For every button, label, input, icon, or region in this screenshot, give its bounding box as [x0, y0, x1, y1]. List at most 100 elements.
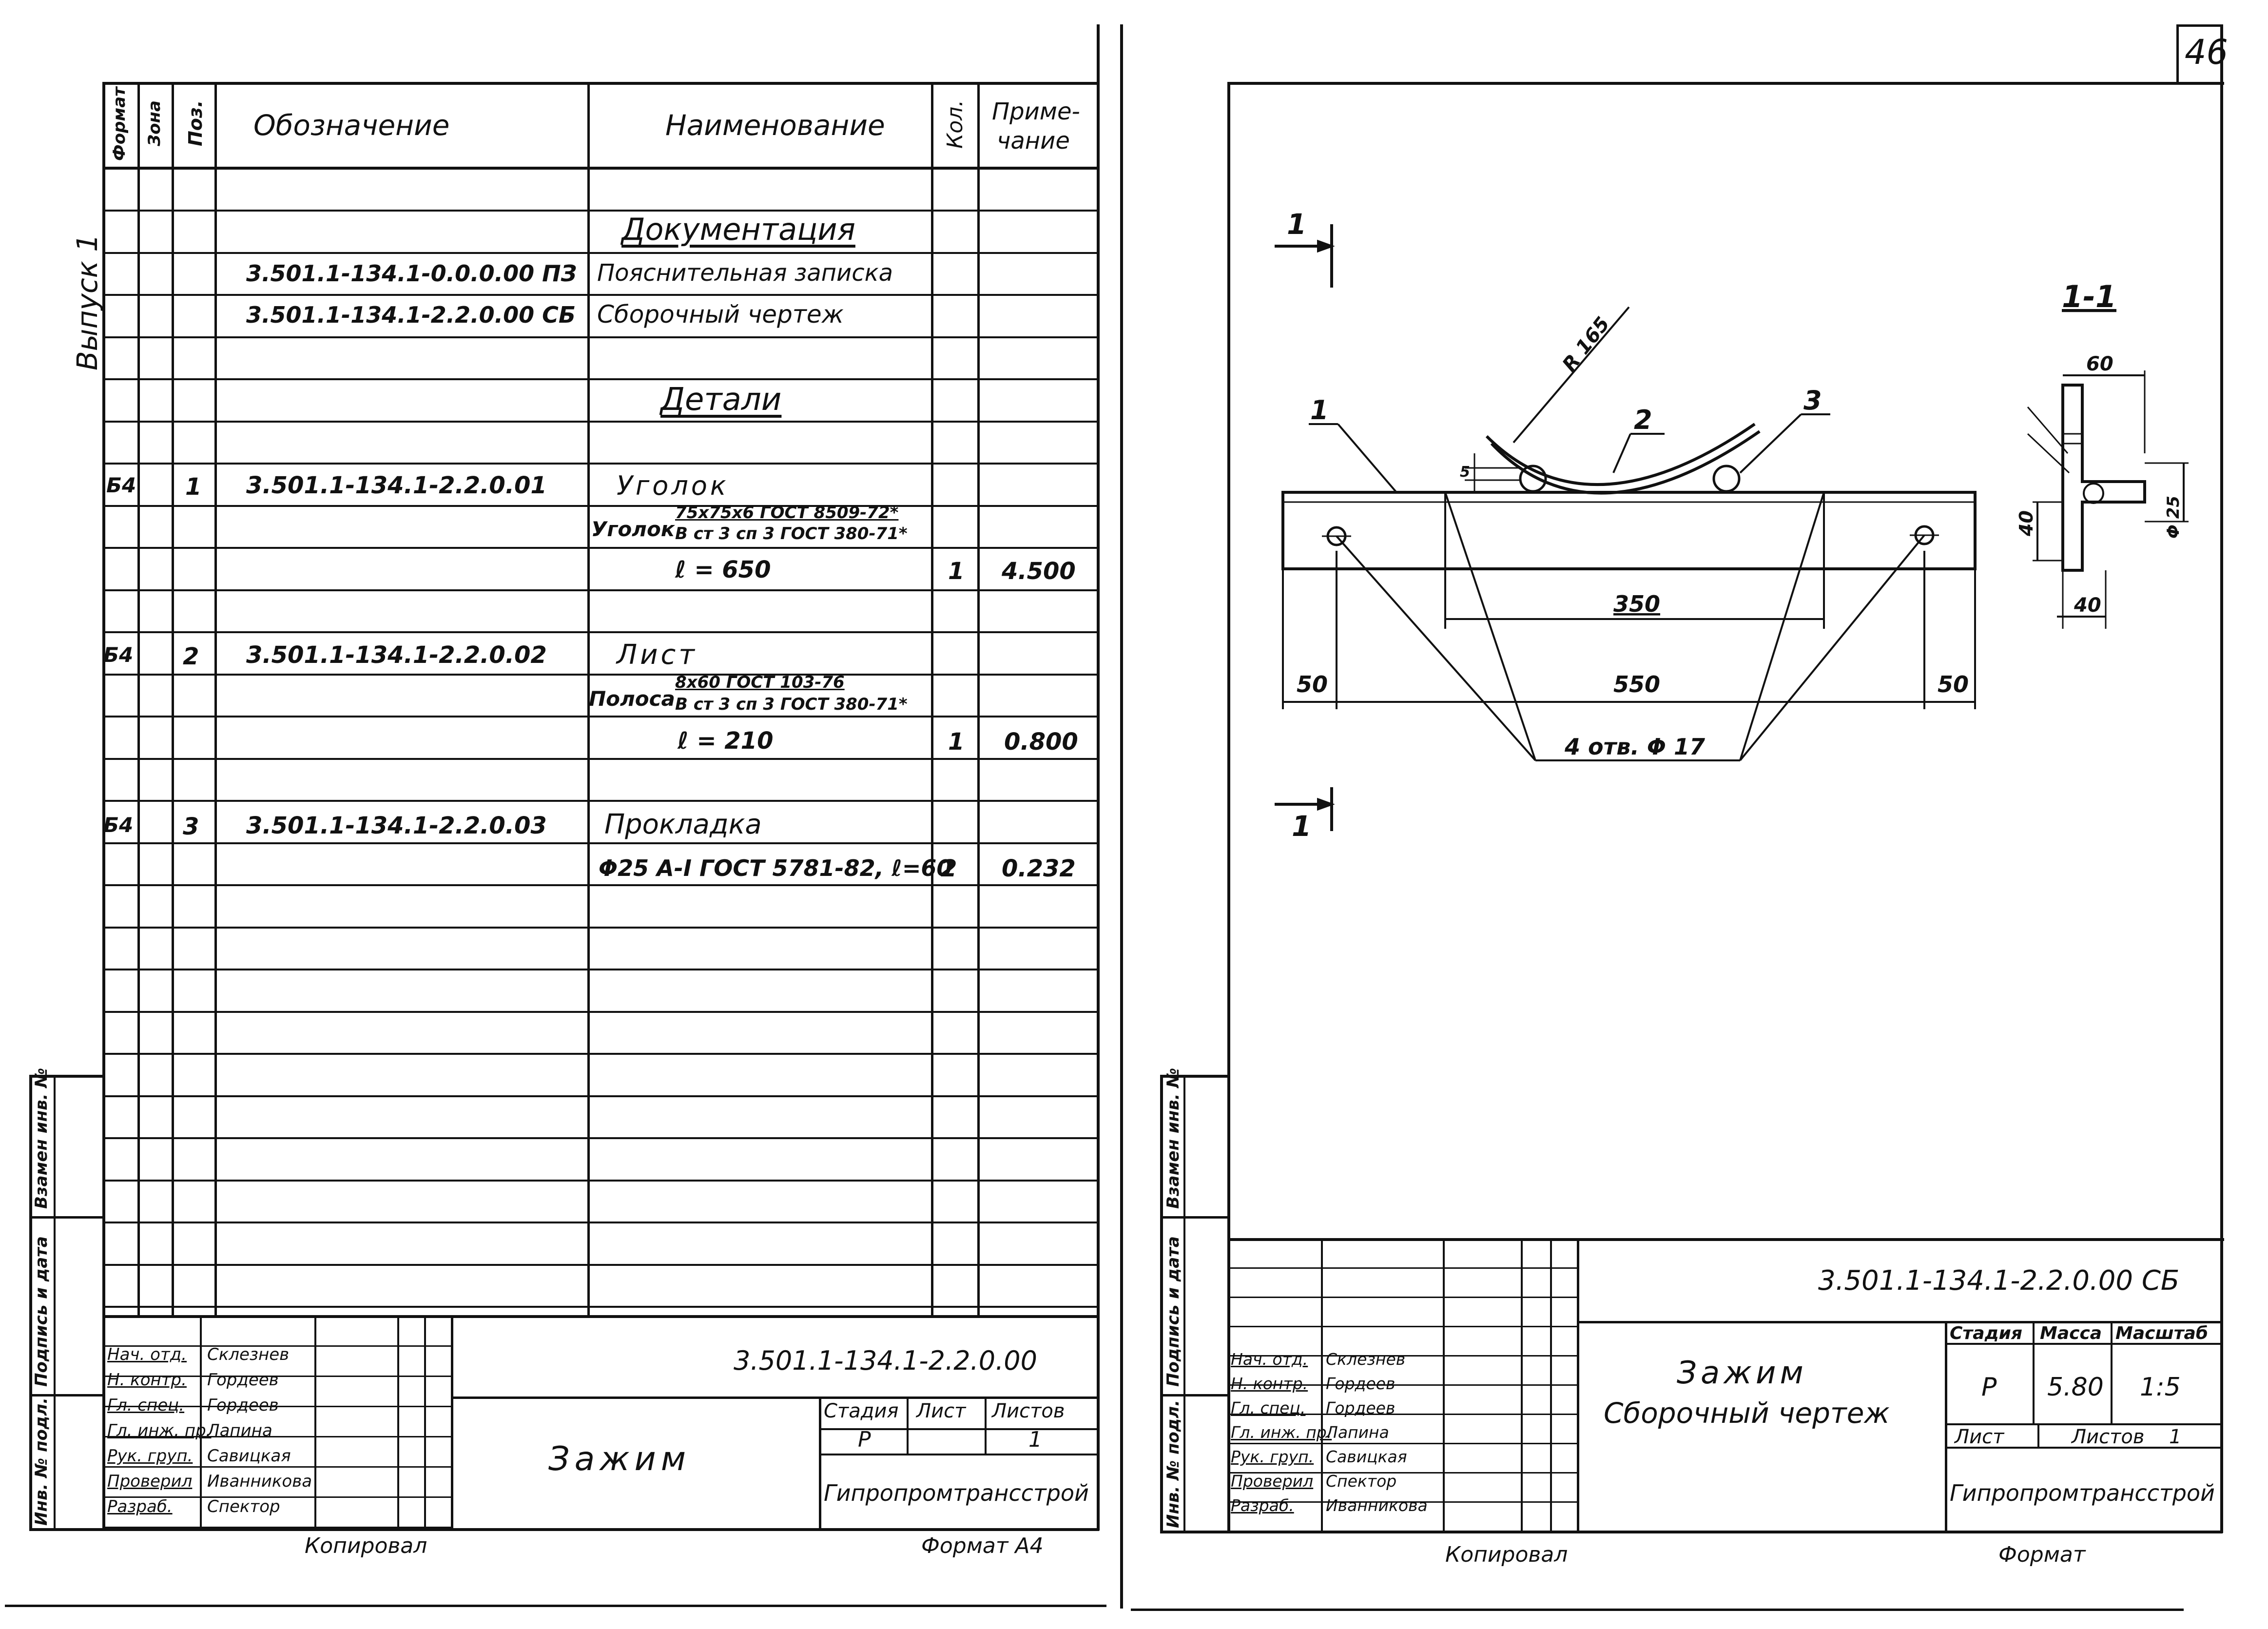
radius-label: R 165: [1558, 313, 1614, 376]
signatory-role: Н. контр.: [107, 1370, 187, 1390]
scale-value: 1:5: [2140, 1373, 2181, 1402]
grid-line: [102, 589, 1099, 591]
grid-line: [1227, 1326, 1577, 1327]
dim-60-label: 60: [2086, 353, 2113, 375]
bolt-holes: [1322, 525, 1939, 546]
grid-line: [102, 547, 1099, 549]
dim-40-bottom-label: 40: [2074, 594, 2101, 617]
col-header-pos: Поз.: [185, 100, 206, 146]
grid-line: [1227, 1501, 1577, 1503]
footer-format: Формат: [1998, 1542, 2086, 1567]
signatory-role: Рук. груп.: [107, 1446, 193, 1466]
grid-line: [102, 1436, 451, 1437]
col-header-format: Формат: [110, 87, 129, 161]
sheets-value: 1: [1028, 1427, 1042, 1452]
assembly-drawing: 1 1 R 165: [1275, 208, 2189, 843]
margin-label-swap: Взамен инв. №: [32, 1067, 51, 1209]
signatory-name: Спектор: [1326, 1472, 1397, 1491]
row-note: 0.232: [1002, 855, 1076, 882]
signatory-name: Лапина: [1326, 1423, 1389, 1442]
row-name: ℓ = 650: [675, 556, 771, 583]
grid-line: [102, 1345, 451, 1347]
row-format: Б4: [106, 473, 136, 497]
grid-line: [102, 1466, 451, 1468]
grid-line: [102, 842, 1099, 844]
signatory-role: Гл. инж. пр.: [1231, 1423, 1332, 1442]
grid-line: [102, 1376, 451, 1377]
dim-350-label: 350: [1613, 591, 1660, 617]
scan-edge-right: [1131, 1609, 2184, 1611]
footer-copied: Копировал: [305, 1533, 427, 1558]
row-designation: 3.501.1-134.1-2.2.0.03: [246, 812, 547, 839]
grid-line: [102, 1180, 1099, 1182]
scale-label: Масштаб: [2115, 1323, 2208, 1343]
issue-label: Выпуск 1: [71, 233, 104, 370]
grid-line: [1227, 1443, 1577, 1444]
signatory-name: Иванникова: [207, 1472, 312, 1491]
stage-value: Р: [1981, 1373, 1997, 1402]
grid-line: [102, 378, 1099, 380]
grid-line: [1227, 1267, 1577, 1269]
section-heading-documentation: Документация: [621, 212, 855, 247]
grid-line: [102, 463, 1099, 465]
angle-bar: [1281, 491, 1977, 570]
row-pos: 1: [185, 473, 202, 501]
col-header-note-1: Приме-: [992, 98, 1080, 125]
margin-label-inv: Инв. № подл.: [32, 1397, 51, 1526]
row-name: Φ25 А-I ГОСТ 5781-82, ℓ=60: [599, 855, 952, 881]
position-leaders: [1309, 413, 1830, 493]
stage-label: Стадия: [824, 1400, 899, 1422]
sheets-label: Листов: [2072, 1426, 2145, 1448]
section-heading-details: Детали: [660, 382, 782, 418]
grid-line: [102, 210, 1099, 212]
dim-50-right-label: 50: [1938, 671, 1969, 698]
grid-line: [102, 336, 1099, 338]
row-name: ℓ = 210: [678, 727, 774, 755]
row-designation: 3.501.1-134.1-2.2.0.00 СБ: [246, 302, 576, 328]
row-qty: 1: [948, 728, 965, 756]
grid-line: [102, 674, 1099, 676]
row-name: Уголок: [617, 470, 729, 501]
spacer-rods: [1519, 465, 1741, 493]
grid-line: [102, 252, 1099, 254]
footer-format: Формат А4: [921, 1533, 1044, 1558]
title-subtitle: Сборочный чертеж: [1604, 1396, 1890, 1430]
row-name: Сборочный чертеж: [597, 300, 844, 329]
holes-label: 4 отв. Φ 17: [1564, 734, 1705, 760]
mass-value: 5.80: [2047, 1373, 2104, 1402]
pos-label-3: 3: [1803, 385, 1822, 416]
grid-line: [102, 800, 1099, 802]
signatory-role: Рук. груп.: [1231, 1447, 1314, 1466]
row-format: Б4: [103, 643, 134, 667]
grid-line: [102, 505, 1099, 507]
section-view: [2027, 370, 2189, 629]
signatory-name: Гордеев: [207, 1396, 279, 1415]
grid-line: [102, 969, 1099, 970]
signatory-role: Гл. инж. пр.: [107, 1421, 212, 1440]
row-designation: 3.501.1-134.1-0.0.0.00 ПЗ: [246, 260, 577, 287]
organization: Гипропромтрансстрой: [1950, 1480, 2215, 1506]
signatory-role: Гл. спец.: [107, 1396, 185, 1415]
signatory-name: Гордеев: [207, 1370, 279, 1390]
row-name: Пояснительная записка: [597, 259, 893, 287]
signatory-role: Нач. отд.: [1231, 1350, 1308, 1369]
row-note: 0.800: [1004, 728, 1078, 756]
section-mark-top-label: 1: [1287, 208, 1306, 241]
row-format: Б4: [103, 813, 134, 837]
grid-line: [1227, 1472, 1577, 1474]
row-fraction-bottom: В ст 3 сп 3 ГОСТ 380-71*: [675, 695, 908, 714]
sheet-divider: [1120, 24, 1123, 1609]
sheet-label: Лист: [916, 1400, 966, 1422]
grid-line: [1227, 1414, 1577, 1415]
grid-line: [102, 716, 1099, 718]
scan-edge-left: [5, 1605, 1106, 1607]
row-qty: 2: [941, 855, 957, 882]
row-designation: 3.501.1-134.1-2.2.0.01: [246, 472, 547, 499]
grid-line: [102, 421, 1099, 423]
dim-25-label: Φ 25: [2164, 496, 2183, 539]
grid-line: [102, 1095, 1099, 1097]
signatory-name: Гордеев: [1326, 1398, 1396, 1417]
row-fraction-bottom: В ст 3 сп 3 ГОСТ 380-71*: [675, 524, 908, 543]
grid-line: [1227, 1355, 1577, 1357]
dim-350: [1444, 492, 1825, 629]
